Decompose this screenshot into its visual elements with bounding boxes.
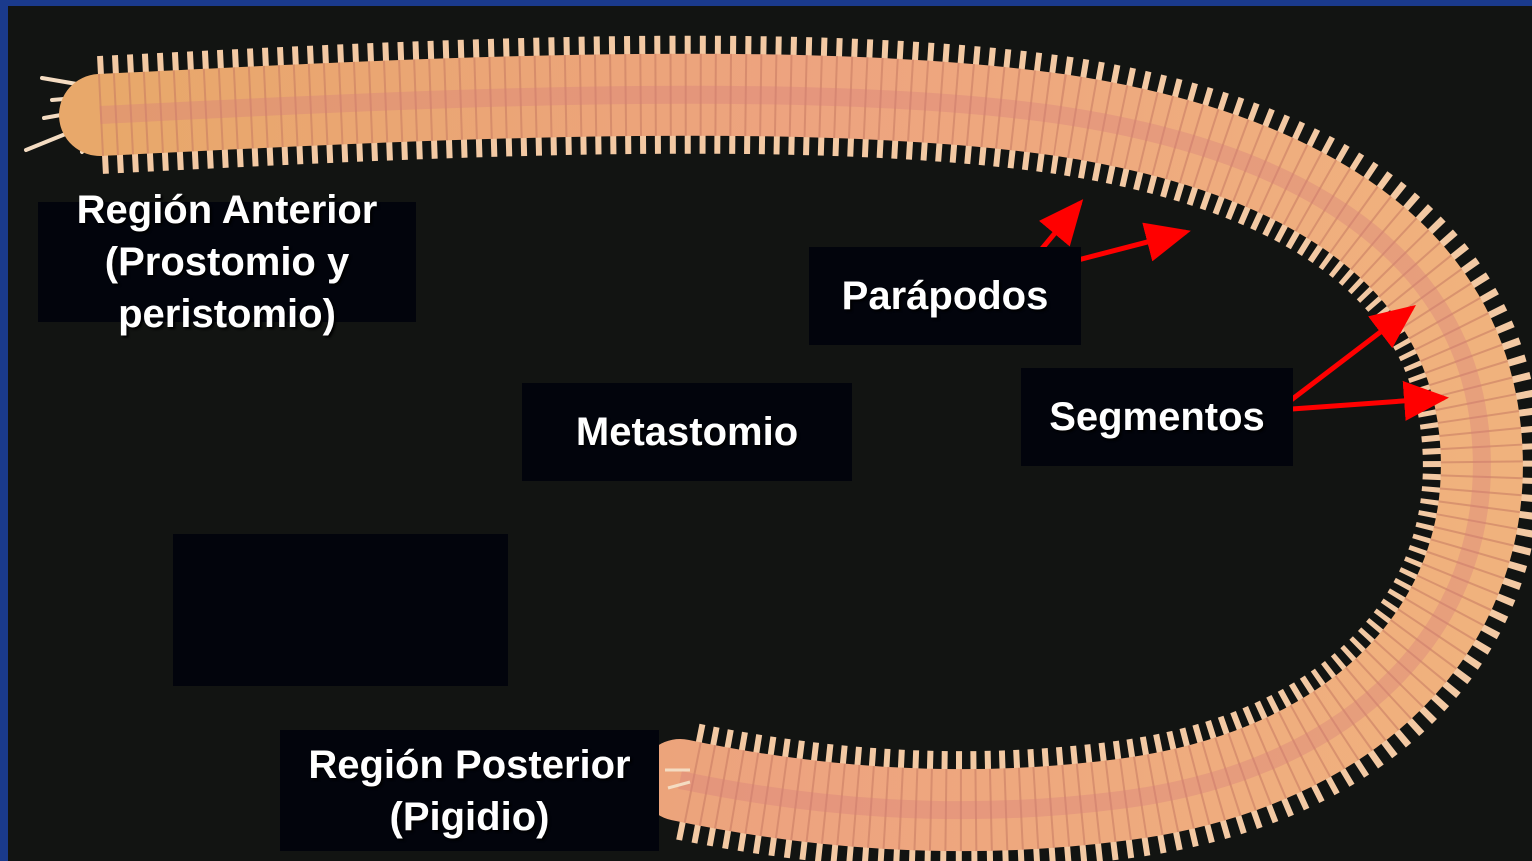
label-metastomio: Metastomio (522, 383, 852, 481)
label-anterior-region: Región Anterior (Prostomio y peristomio) (38, 202, 416, 322)
label-posterior-region: Región Posterior (Pigidio) (280, 730, 659, 851)
segmentos-arrow-1 (1278, 308, 1412, 410)
label-blank-box (173, 534, 508, 686)
label-segmentos: Segmentos (1021, 368, 1293, 466)
label-parapodos: Parápodos (809, 247, 1081, 345)
slide-frame: Región Anterior (Prostomio y peristomio)… (8, 6, 1532, 861)
